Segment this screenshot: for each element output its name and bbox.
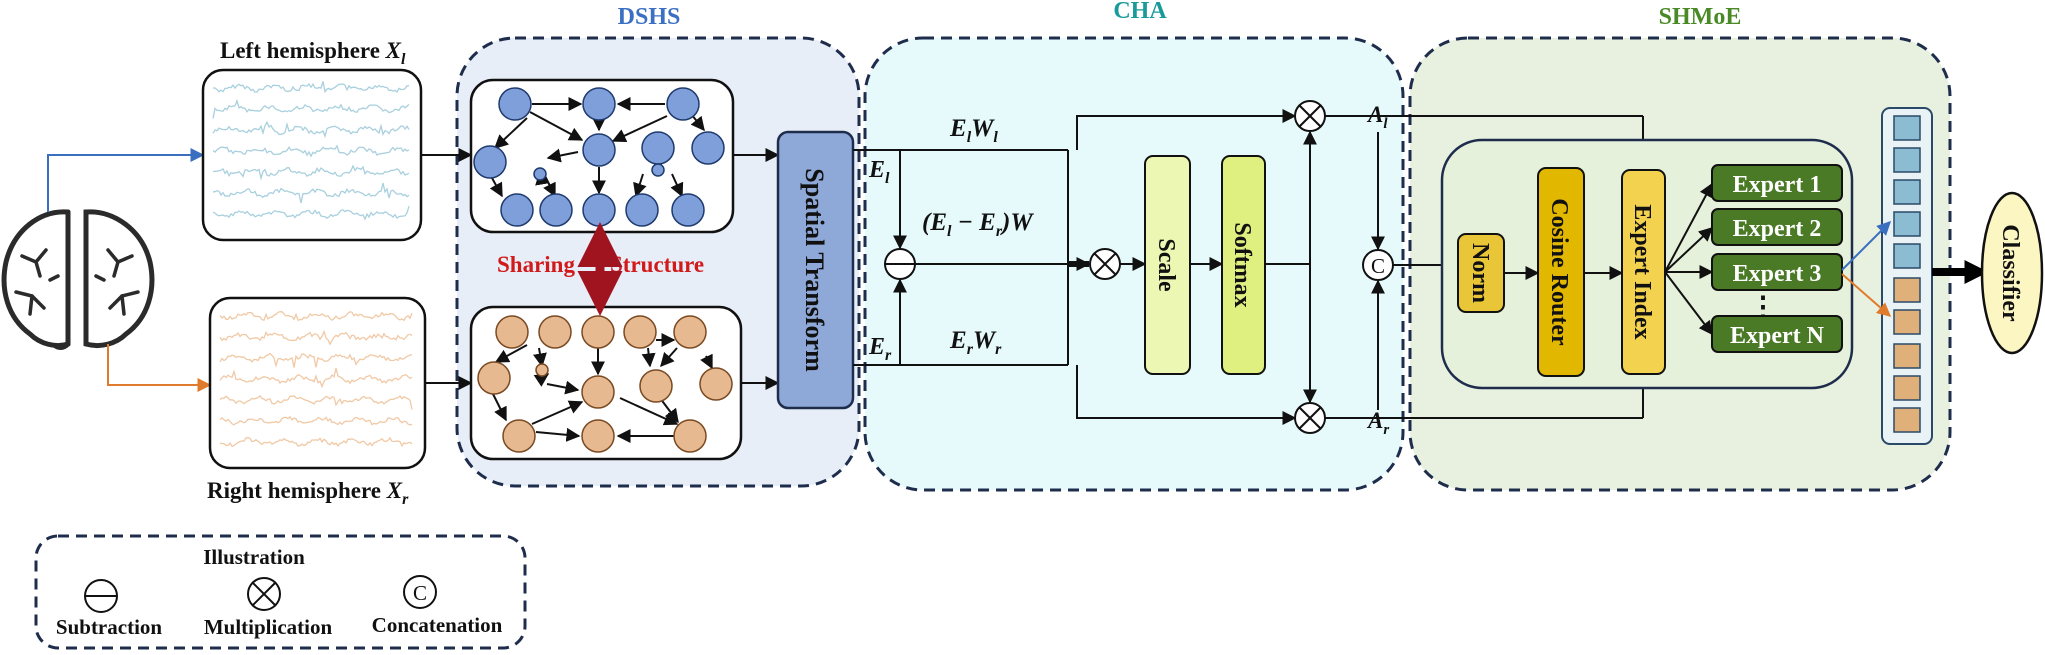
- spatial-transform-label: Spatial Transform: [800, 168, 829, 372]
- structure-label: Structure: [610, 252, 704, 277]
- eeg-trace: [219, 436, 413, 448]
- dshs-title: DSHS: [618, 4, 681, 30]
- legend-title: Illustration: [203, 545, 305, 569]
- eeg-trace: [219, 311, 413, 322]
- concatenation-op-glyph: C: [1371, 254, 1385, 278]
- expert-orange-arrow: [1841, 273, 1892, 317]
- multiplication-op-1-cross: [1093, 252, 1117, 276]
- diff-label: (El − Er)W: [922, 209, 1034, 240]
- expert-2: Expert 2: [1711, 208, 1843, 246]
- eeg-trace: [219, 368, 413, 389]
- er-label: Er: [868, 334, 892, 364]
- al-label: Al: [1366, 102, 1388, 132]
- legend-multiplication-cross: [251, 581, 277, 607]
- right-graph-edges: [492, 333, 713, 443]
- multiplication-op-top-cross: [1298, 104, 1322, 128]
- eeg-trace: [212, 81, 410, 94]
- cha-title: CHA: [1113, 0, 1167, 24]
- left-graph-nodes: [473, 87, 725, 227]
- right-eeg-signals: [219, 311, 413, 448]
- legend-concatenation-glyph: C: [413, 581, 427, 605]
- elwl-to-mult: [1067, 150, 1089, 263]
- eeg-trace: [212, 182, 410, 204]
- expert-3: Expert 3: [1711, 253, 1843, 291]
- eeg-trace: [219, 394, 413, 410]
- expert-1: Expert 1: [1711, 164, 1843, 202]
- right-hemisphere-label: Right hemisphere Xr: [207, 478, 409, 508]
- expert-n-label: Expert N: [1730, 323, 1825, 349]
- erwr-label: ErWr: [949, 327, 1002, 358]
- eeg-trace: [219, 329, 413, 346]
- multiplication-op-bottom-cross: [1298, 406, 1322, 430]
- expert-2-label: Expert 2: [1733, 216, 1822, 242]
- softmax-label: Softmax: [1229, 222, 1255, 307]
- eeg-trace: [212, 120, 410, 139]
- left-hemisphere-label: Left hemisphere Xl: [220, 38, 406, 68]
- cosine-router-label: Cosine Router: [1546, 198, 1572, 346]
- expert-1-label: Expert 1: [1733, 172, 1822, 198]
- eeg-trace: [212, 98, 410, 119]
- elwl-label: ElWl: [949, 115, 998, 146]
- expert-3-label: Expert 3: [1733, 261, 1822, 287]
- expert-blue-arrow: [1841, 221, 1891, 271]
- token-cells: [1893, 115, 1921, 433]
- el-label: El: [868, 157, 890, 187]
- er-bypass-line: [1076, 365, 1297, 425]
- eeg-trace: [213, 164, 410, 181]
- eeg-trace: [219, 352, 413, 368]
- classifier-label: Classifier: [1997, 224, 2023, 322]
- legend-concatenation-icon: [403, 575, 437, 609]
- eeg-trace: [219, 415, 413, 426]
- legend-multiplication-label: Multiplication: [204, 615, 333, 639]
- legend-concatenation-label: Concatenation: [372, 613, 503, 637]
- norm-label: Norm: [1467, 243, 1493, 303]
- el-bypass-line: [1076, 109, 1297, 150]
- left-eeg-signals: [212, 81, 410, 221]
- left-input-line: [47, 148, 205, 212]
- ar-label: Ar: [1366, 408, 1389, 438]
- eeg-trace: [212, 144, 410, 158]
- expert-index-label: Expert Index: [1629, 204, 1655, 339]
- right-input-line: [107, 344, 212, 392]
- erwr-to-mult: [1067, 265, 1089, 365]
- expert-n: Expert N: [1711, 315, 1843, 353]
- shmoe-title: SHMoE: [1659, 4, 1742, 30]
- sharing-label: Sharing: [497, 252, 575, 277]
- right-graph-nodes: [477, 315, 733, 453]
- legend-subtraction-label: Subtraction: [56, 615, 163, 639]
- spatial-transform-block: [776, 130, 855, 410]
- classifier-block: [1980, 191, 2044, 355]
- brain-icon: [1, 209, 155, 350]
- expert-fan-arrows: [1664, 182, 1714, 336]
- eeg-trace: [212, 206, 410, 221]
- scale-label: Scale: [1153, 238, 1179, 292]
